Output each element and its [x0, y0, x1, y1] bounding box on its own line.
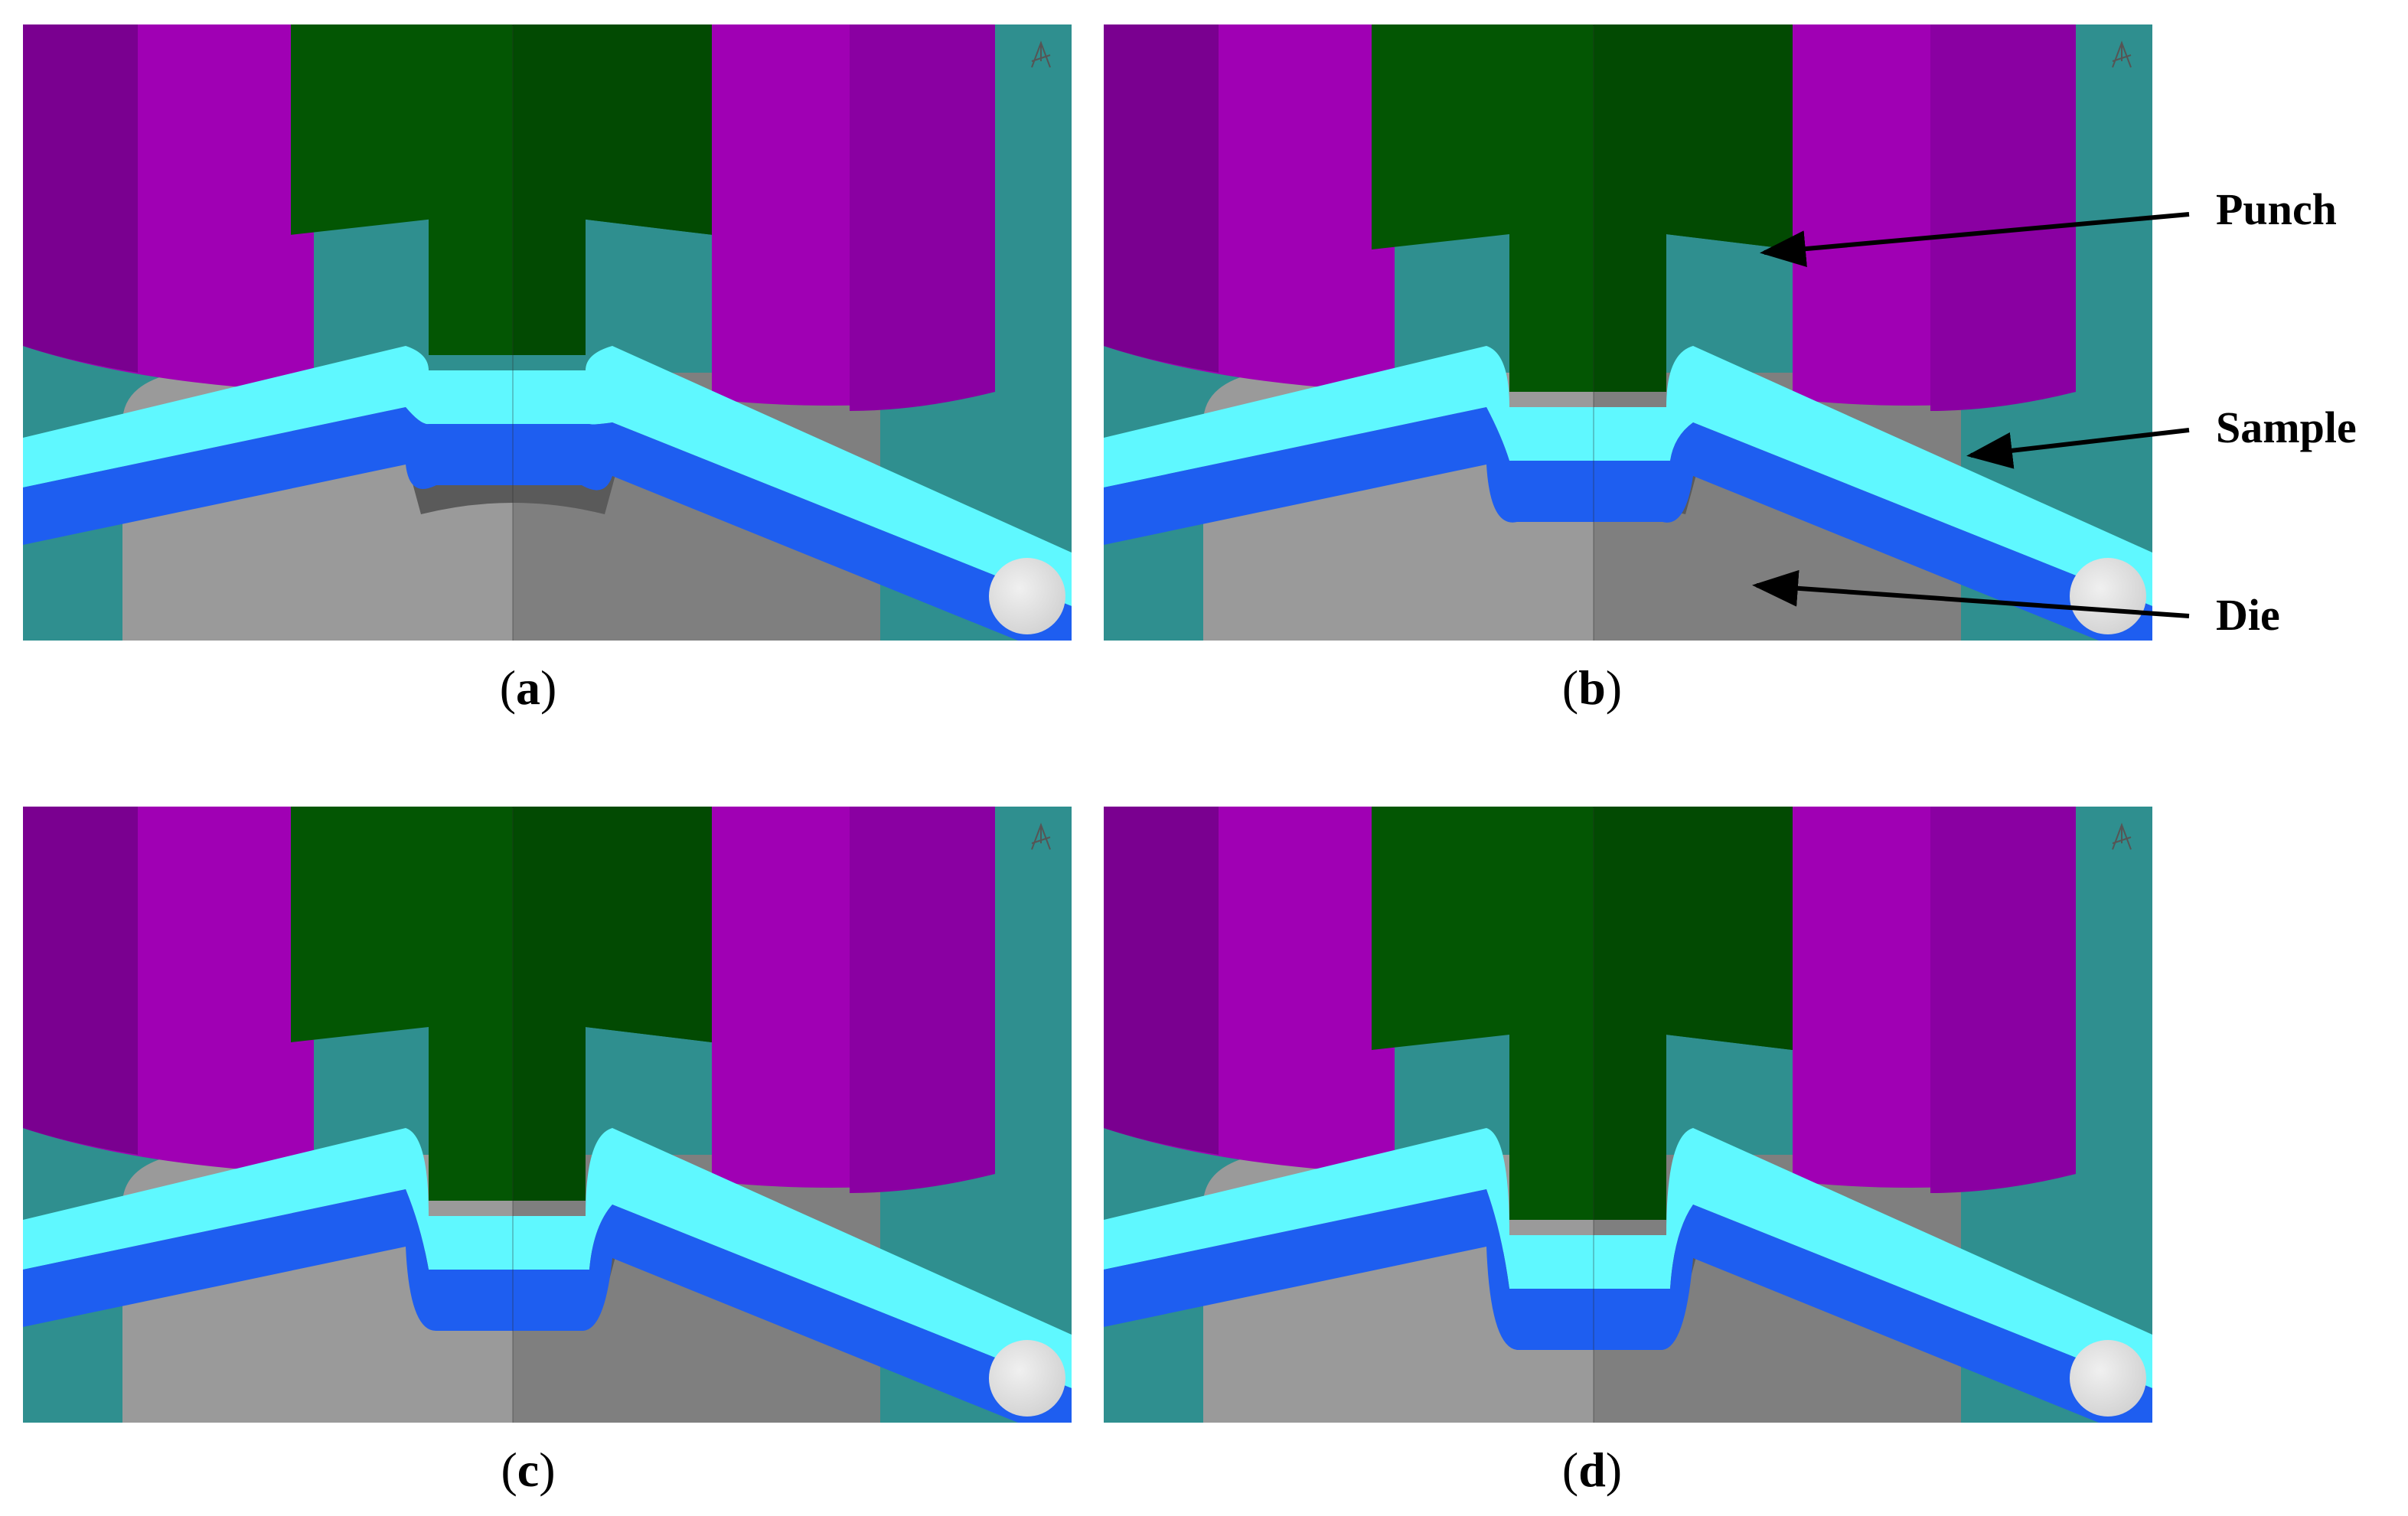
- caption-b: (b): [1561, 660, 1623, 715]
- scene-b: [1104, 24, 2152, 641]
- holder-left-shadow: [1104, 807, 1219, 1155]
- holder-right-shadow: [850, 24, 995, 411]
- sample-top-layer: [1104, 346, 2152, 606]
- label-die: Die: [2216, 590, 2280, 640]
- simulation-panel-c: [23, 807, 1072, 1423]
- punch-shadow: [1594, 24, 1793, 392]
- sample-bottom-layer: [1104, 407, 2152, 641]
- caption-c: (c): [501, 1443, 556, 1497]
- caption-d: (d): [1561, 1443, 1623, 1497]
- punch-shadow: [513, 24, 712, 355]
- axis-triad-icon: [2070, 1340, 2146, 1417]
- orientation-cube-icon: [2106, 820, 2137, 857]
- orientation-cube-icon: [1026, 820, 1056, 857]
- sample-bottom-layer: [1104, 1189, 2152, 1423]
- holder-left-shadow: [1104, 24, 1219, 373]
- label-sample: Sample: [2216, 403, 2357, 452]
- scene-a: [23, 24, 1072, 641]
- holder-left-shadow: [23, 807, 138, 1155]
- sample-bottom-layer: [23, 407, 1072, 641]
- holder-right-shadow: [1930, 24, 2076, 411]
- caption-a: (a): [499, 660, 557, 715]
- simulation-panel-b: [1104, 24, 2152, 641]
- punch-shadow: [513, 807, 712, 1201]
- sample-top-layer: [1104, 1128, 2152, 1388]
- holder-right-shadow: [1930, 807, 2076, 1193]
- scene-d: [1104, 807, 2152, 1423]
- sample-top-layer: [23, 346, 1072, 606]
- label-punch: Punch: [2216, 184, 2337, 234]
- orientation-cube-icon: [1026, 38, 1056, 75]
- punch-shadow: [1594, 807, 1793, 1220]
- holder-left-shadow: [23, 24, 138, 373]
- sample-bottom-layer: [23, 1189, 1072, 1423]
- axis-triad-icon: [989, 1340, 1065, 1417]
- orientation-cube-icon: [2106, 38, 2137, 75]
- sample-top-layer: [23, 1128, 1072, 1388]
- simulation-panel-d: [1104, 807, 2152, 1423]
- simulation-panel-a: [23, 24, 1072, 641]
- axis-triad-icon: [2070, 558, 2146, 634]
- holder-right-shadow: [850, 807, 995, 1193]
- scene-c: [23, 807, 1072, 1423]
- axis-triad-icon: [989, 558, 1065, 634]
